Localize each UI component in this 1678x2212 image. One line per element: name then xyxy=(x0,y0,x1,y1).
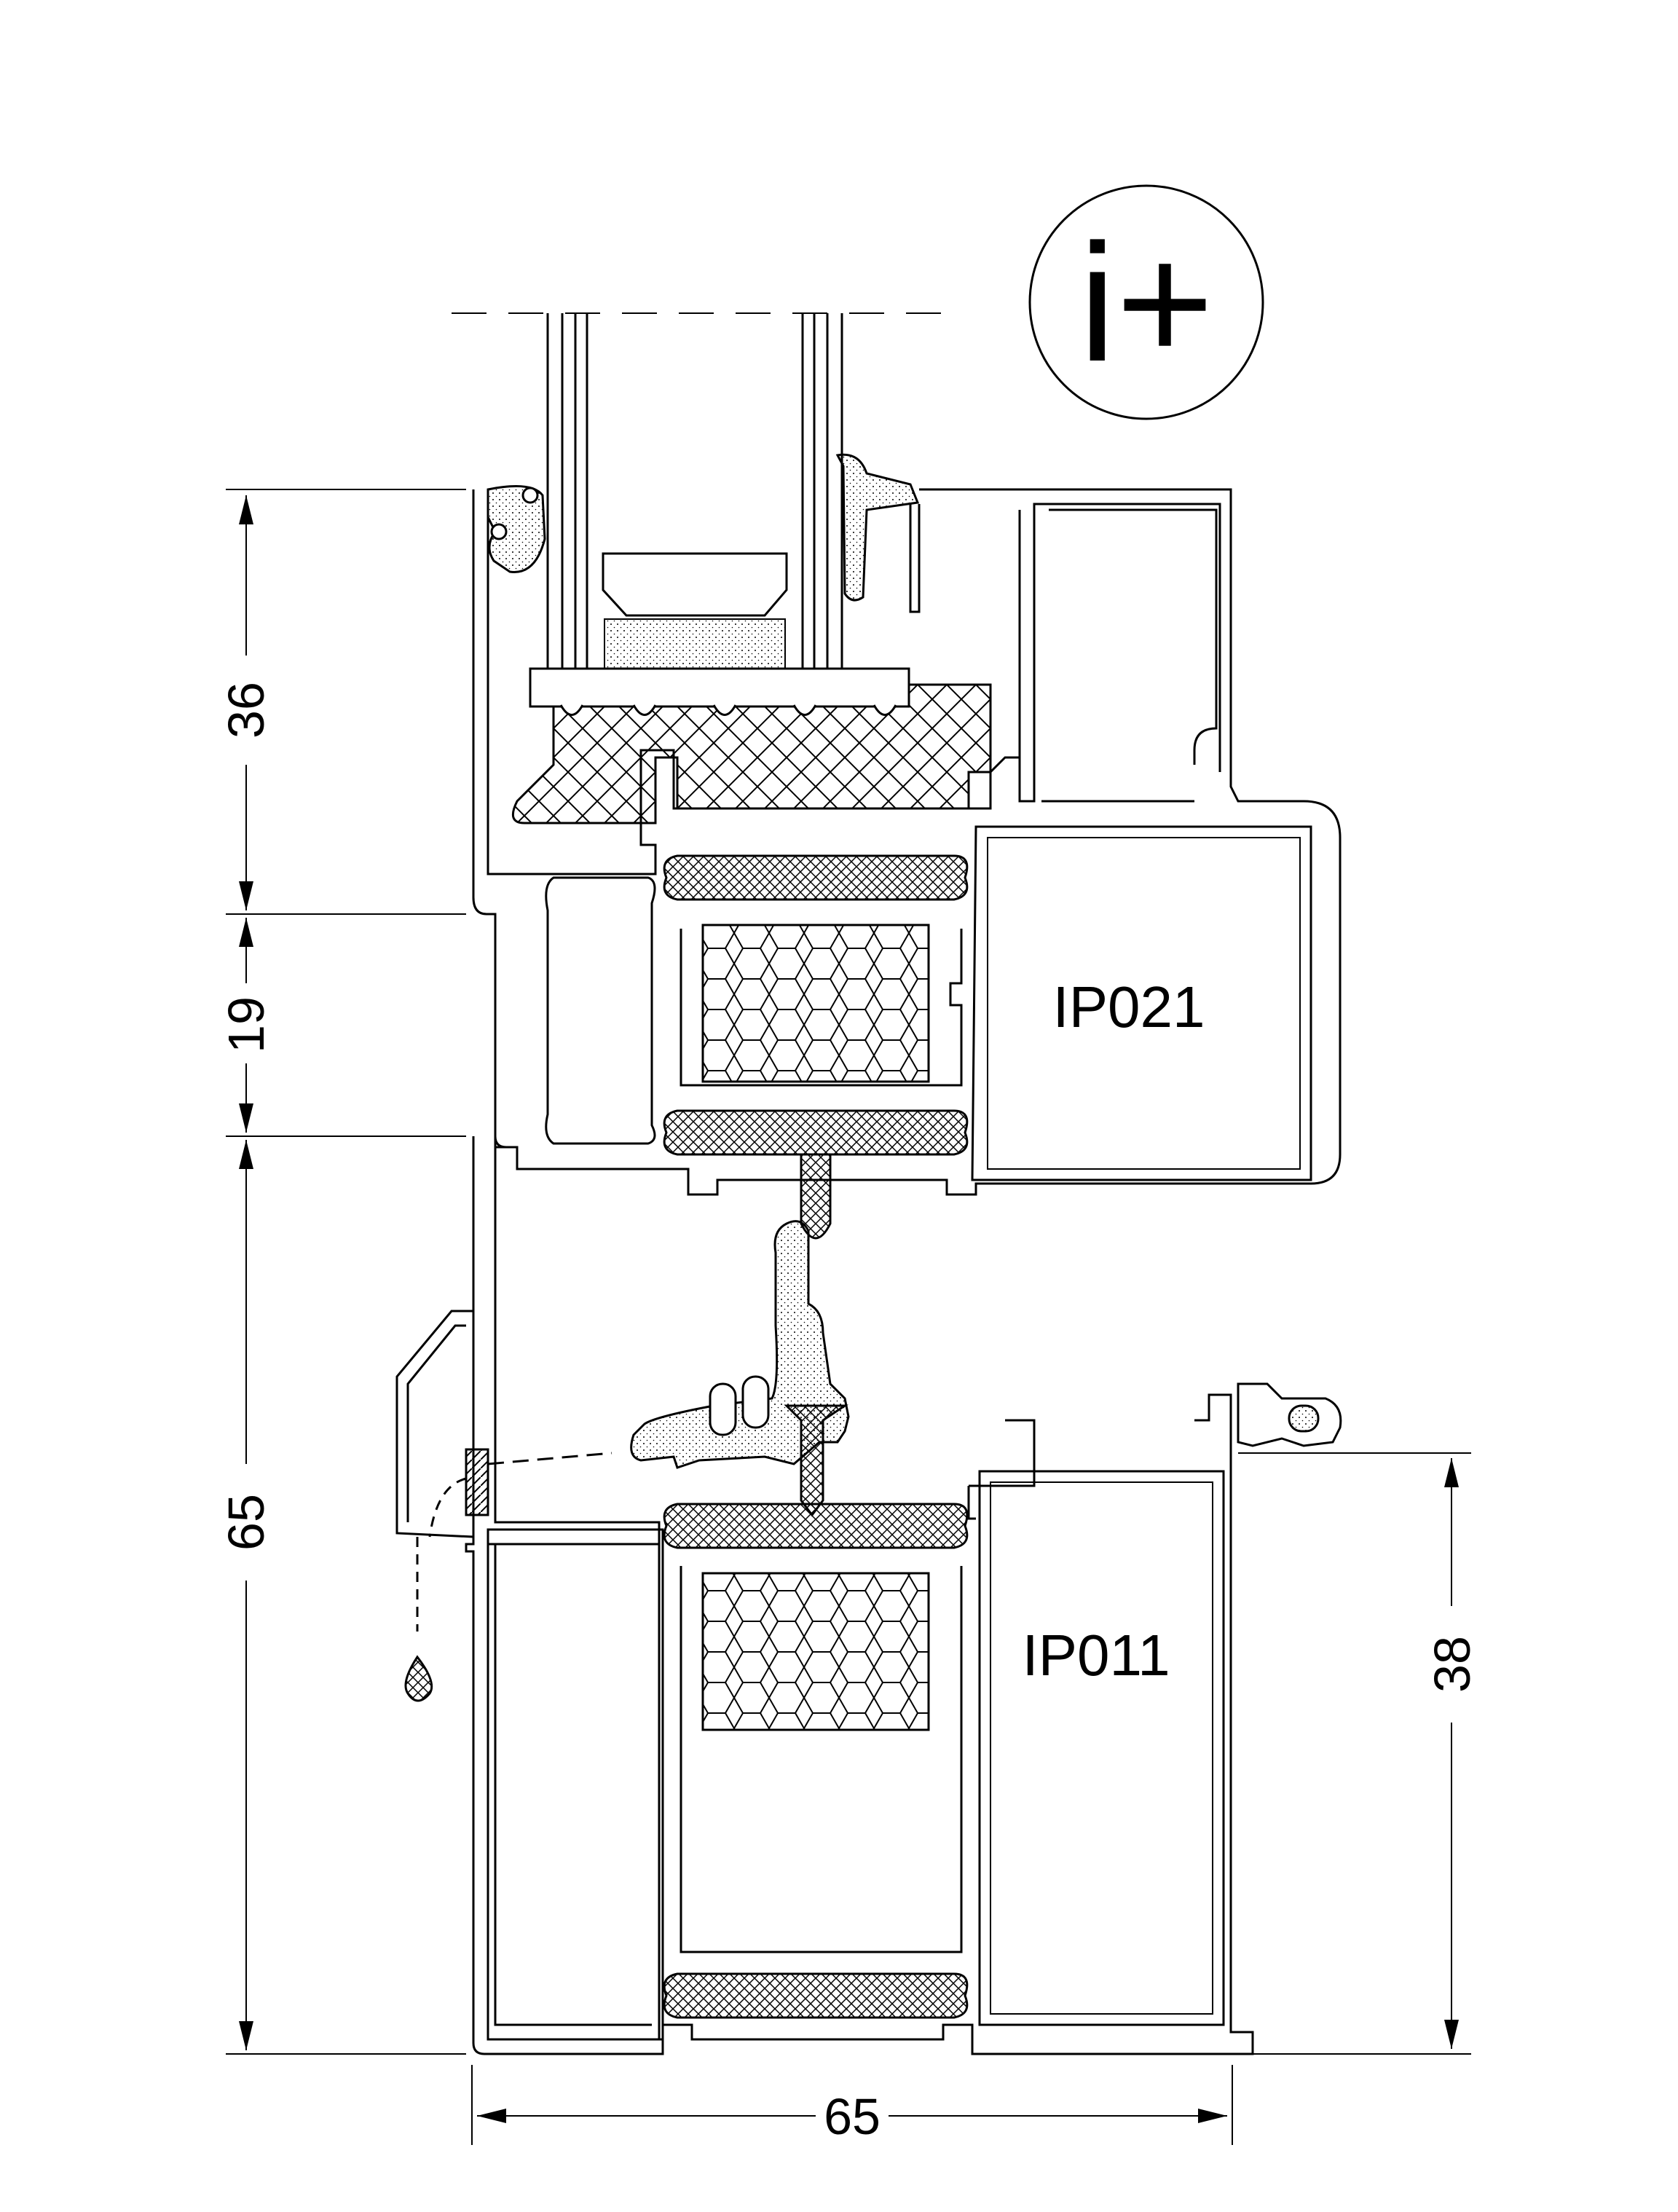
drainage-cap xyxy=(395,1310,612,1702)
dimension-65-horizontal-label: 65 xyxy=(824,2088,881,2145)
profile-ip011: IP011 xyxy=(978,1470,1225,2026)
badge-text: i+ xyxy=(1079,209,1213,396)
profile-ip021: IP021 xyxy=(971,825,1312,1181)
product-badge: i+ xyxy=(1028,184,1264,420)
water-drop-icon xyxy=(404,1655,433,1702)
sash-seal-right xyxy=(1237,1382,1342,1447)
thermal-break-upper xyxy=(663,854,969,1240)
profile-label-upper: IP021 xyxy=(1052,975,1205,1039)
dimension-lines xyxy=(226,489,1471,2145)
frame-chamber-left-lower xyxy=(487,1528,664,2041)
frame-profile-lower xyxy=(465,1136,1254,2055)
sash-profile-upper xyxy=(472,488,1342,1196)
dimension-36-label: 36 xyxy=(218,682,275,739)
insulation-core-lower xyxy=(701,1572,930,1731)
dimension-38-label: 38 xyxy=(1424,1636,1481,1693)
glazing-unit xyxy=(452,312,947,671)
dimension-19-label: 19 xyxy=(218,996,275,1053)
dimension-65-vertical-label: 65 xyxy=(218,1494,275,1551)
frame-chamber-left-upper xyxy=(545,876,656,1145)
badge-circle xyxy=(1028,184,1264,420)
insulation-core-upper xyxy=(701,924,930,1083)
insulating-bar-upper xyxy=(511,683,992,824)
glazing-bead xyxy=(529,667,910,708)
glazing-gaskets xyxy=(487,453,920,602)
profile-label-lower: IP011 xyxy=(1022,1623,1170,1688)
thermal-break-lower xyxy=(663,1404,969,2019)
glazing-spacer xyxy=(602,552,788,617)
